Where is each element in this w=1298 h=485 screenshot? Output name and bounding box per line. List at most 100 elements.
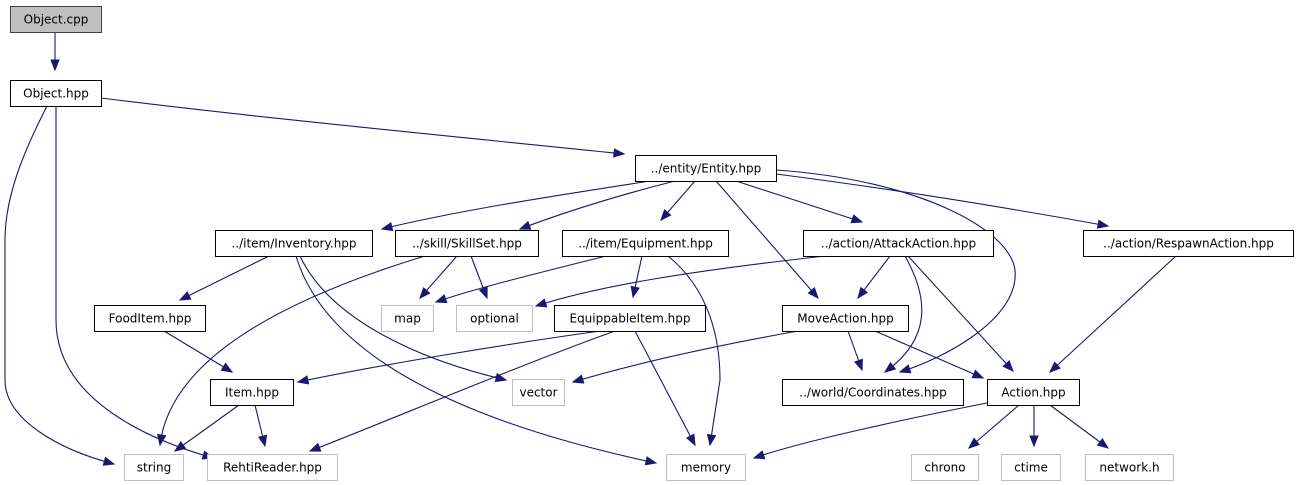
node-label: ../action/AttackAction.hpp [821,237,976,251]
node-object-hpp[interactable]: Object.hpp [10,80,102,107]
edge-line [667,255,721,446]
edge-arrowhead [478,286,488,300]
edge-arrowhead [1049,361,1061,373]
node-chrono[interactable]: chrono [911,454,979,481]
node-box [782,305,909,332]
edge-arrowhead [685,433,696,447]
node-action-hpp[interactable]: Action.hpp [987,379,1080,406]
edge-line [874,330,984,379]
edge-entity_hpp-to-moveaction_hpp [715,180,819,300]
node-inventory-hpp[interactable]: ../item/Inventory.hpp [215,230,373,257]
edge-arrowhead [1029,435,1039,448]
edge-arrowhead [971,369,985,379]
node-label: MoveAction.hpp [797,312,893,326]
node-label: EquippableItem.hpp [569,312,690,326]
node-box [10,80,102,107]
edge-equippableitem_hpp-to-memory [634,330,696,447]
node-skillset-hpp[interactable]: ../skill/SkillSet.hpp [395,230,539,257]
edge-item_hpp-to-string [173,404,240,452]
node-label: ../entity/Entity.hpp [651,162,762,176]
edge-line [753,402,988,459]
edge-line [715,180,819,299]
node-label: Object.hpp [23,87,89,101]
node-item-hpp[interactable]: Item.hpp [210,379,294,406]
edge-arrowhead [630,285,640,299]
edge-arrowhead [220,362,234,373]
edge-arrowhead [660,208,672,222]
edge-arrowhead [296,375,310,385]
node-box [207,454,338,481]
edge-respawnaction_hpp-to-action_hpp [1049,255,1177,373]
edge-arrowhead [1096,437,1110,449]
node-label: string [137,461,171,475]
edge-equippableitem_hpp-to-rehtireader_hpp [308,330,616,452]
edge-line [535,255,826,307]
edge-entity_hpp-to-respawnaction_hpp [775,173,1110,229]
node-map[interactable]: map [381,305,434,332]
edge-arrowhead [102,456,116,466]
node-equipment-hpp[interactable]: ../item/Equipment.hpp [562,230,729,257]
edges-layer [4,32,1177,466]
edge-arrowhead [613,148,626,158]
edge-line [299,255,507,381]
node-box [456,305,533,332]
node-moveaction-hpp[interactable]: MoveAction.hpp [782,305,909,332]
edge-line [1049,404,1109,449]
node-rehtireader-hpp[interactable]: RehtiReader.hpp [207,454,338,481]
edge-line [4,105,115,465]
edge-skillset_hpp-to-map [419,255,458,300]
node-label: Object.cpp [24,13,89,27]
node-label: Item.hpp [225,386,279,400]
edge-action_hpp-to-ctime [1029,405,1039,448]
node-label: ../item/Inventory.hpp [231,237,356,251]
node-optional[interactable]: optional [456,305,533,332]
node-coordinates-hpp[interactable]: ../world/Coordinates.hpp [782,379,964,406]
node-memory[interactable]: memory [666,454,746,481]
edge-arrowhead [534,298,548,308]
edge-moveaction_hpp-to-action_hpp [874,330,985,379]
edge-arrowhead [518,220,532,230]
edge-line [100,97,625,155]
edge-attackaction_hpp-to-action_hpp [907,255,1014,372]
edge-arrowhead [857,286,869,300]
node-label: ../item/Equipment.hpp [578,237,713,251]
edge-line [295,255,657,464]
node-entity-hpp[interactable]: ../entity/Entity.hpp [635,155,777,182]
edge-line [297,330,601,383]
edge-line [735,180,863,223]
node-object-cpp: Object.cpp [10,6,102,33]
node-equippableitem-hpp[interactable]: EquippableItem.hpp [554,305,706,332]
edge-arrowhead [807,286,819,300]
node-respawnaction-hpp[interactable]: ../action/RespawnAction.hpp [1083,230,1294,257]
node-attackaction-hpp[interactable]: ../action/AttackAction.hpp [803,230,994,257]
edge-line [163,330,233,373]
node-box [562,230,729,257]
node-label: Action.hpp [1001,386,1065,400]
node-network-h[interactable]: network.h [1085,454,1174,481]
node-vector[interactable]: vector [512,379,565,406]
node-fooditem-hpp[interactable]: FoodItem.hpp [94,305,206,332]
node-ctime[interactable]: ctime [1001,454,1061,481]
node-label: FoodItem.hpp [109,312,192,326]
edge-line [55,106,214,459]
edge-line [381,180,651,230]
edge-arrowhead [1002,360,1014,372]
node-box [803,230,994,257]
node-label: chrono [924,461,965,475]
edge-line [572,330,799,383]
node-label: ../skill/SkillSet.hpp [412,237,522,251]
edge-arrowhead [257,434,268,448]
node-label: ../world/Coordinates.hpp [799,386,946,400]
edge-action_hpp-to-chrono [967,404,1020,449]
edge-line [174,404,240,452]
node-box [1083,230,1294,257]
node-string[interactable]: string [124,454,184,481]
edge-skillset_hpp-to-optional [470,255,488,300]
node-box [666,454,746,481]
edge-inventory_hpp-to-memory [295,255,658,466]
edge-action_hpp-to-network_h [1049,404,1110,449]
edge-line [1049,255,1177,373]
node-box [782,379,964,406]
